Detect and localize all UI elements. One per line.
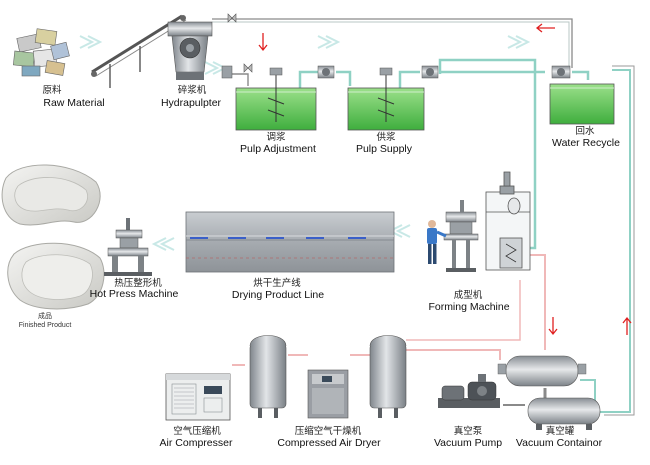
drying-product-line: 烘干生产线 Drying Product Line: [185, 211, 395, 301]
hydrapulper-label-cn: 碎浆机: [178, 84, 207, 96]
conveyor-belt: [91, 14, 187, 88]
vacuum-container: 真空罐 Vacuum Containor: [497, 355, 603, 449]
arrow-right-up: [622, 316, 632, 335]
agitator-icon: [377, 74, 395, 122]
valve-icon: [227, 13, 253, 73]
hot-press-machine: 热压整形机 Hot Press Machine: [90, 218, 179, 300]
pump-icon: [421, 65, 439, 79]
forming-press-icon: [443, 200, 479, 272]
compressed-air-dryer: 压缩空气干燥机 Compressed Air Dryer: [249, 335, 407, 449]
pulp-supply-tank: 供浆 Pulp Supply: [347, 65, 439, 155]
return-water-pipe-inner: [212, 21, 570, 68]
vacuum-tank-lower: [527, 397, 601, 430]
water-recycle-label-en: Water Recycle: [552, 137, 620, 149]
vacuum-container-label-cn: 真空罐: [546, 425, 575, 437]
vacuum-tank-upper: [497, 355, 587, 387]
air-dryer-unit-icon: [307, 369, 349, 419]
raw-material-label-cn: 原料: [42, 84, 62, 96]
raw-material-label-en: Raw Material: [43, 97, 104, 109]
supply-to-forming-pipe: [438, 58, 537, 250]
vacuum-pump-label-cn: 真空泵: [454, 425, 483, 437]
raw-material-bales-icon: [12, 28, 70, 77]
arrow-pulper-down: [258, 33, 268, 52]
vacuum-line: [525, 254, 546, 350]
pipes: [212, 18, 635, 416]
air-receiver-tank-right: [369, 335, 407, 418]
hydrapulper-icon: [167, 21, 233, 80]
drying-line-label-cn: 烘干生产线: [253, 277, 301, 289]
pump-icon: [551, 65, 571, 79]
finished-product-label-en: Finished Product: [19, 322, 72, 329]
arrow-top-return: [535, 23, 555, 33]
return-water-pipe: [212, 18, 573, 68]
arrow-vacuum-down: [548, 317, 558, 336]
pulp-supply-label-cn: 供浆: [376, 131, 396, 143]
finished-product-label-cn: 成品: [38, 311, 52, 320]
pulp-adjustment-tank: 调浆 Pulp Adjustment: [235, 65, 335, 155]
pulp-adjustment-label-en: Pulp Adjustment: [240, 143, 316, 155]
air-receiver-tank-left: [249, 335, 287, 418]
basin-tray-icon: [7, 242, 105, 310]
kidney-tray-icon: [1, 164, 101, 226]
raw-material: 原料 Raw Material: [12, 28, 105, 109]
right-return-line-outer: [604, 65, 635, 416]
hydrapulper: 碎浆机 Hydrapulpter: [161, 13, 253, 109]
hydrapulper-label-en: Hydrapulpter: [161, 97, 222, 109]
water-recycle-label-cn: 回水: [575, 125, 595, 137]
hot-press-icon: [104, 218, 152, 276]
pulp-supply-label-en: Pulp Supply: [356, 143, 413, 155]
dryer-indicator-lights: [190, 237, 366, 239]
air-compressor-label-cn: 空气压缩机: [173, 425, 221, 437]
operator-icon: [427, 220, 447, 264]
agitator-icon: [267, 74, 285, 122]
hot-press-label-cn: 热压整形机: [114, 277, 162, 289]
air-dryer-label-cn: 压缩空气干燥机: [295, 425, 362, 437]
forming-machine: 成型机 Forming Machine: [427, 171, 531, 313]
red-arrows: [258, 23, 632, 336]
supply-to-recycle-pipe: [398, 70, 590, 92]
adjustment-to-supply-pipe: [298, 70, 352, 92]
vacuum-pump-label-en: Vacuum Pump: [434, 437, 502, 449]
drying-line-label-en: Drying Product Line: [232, 289, 324, 301]
vacuum-container-label-en: Vacuum Containor: [516, 437, 603, 449]
vacuum-pump-icon: [438, 374, 500, 408]
air-compressor-label-en: Air Compresser: [160, 437, 233, 449]
air-line-to-forming: [406, 280, 521, 341]
pulper-outlet-pipe: [232, 73, 249, 86]
air-compressor: 空气压缩机 Air Compresser: [160, 373, 233, 449]
pump-icon: [317, 65, 335, 79]
air-compressor-icon: [165, 373, 231, 421]
forming-machine-label-en: Forming Machine: [428, 301, 509, 313]
water-recycle-tank: 回水 Water Recycle: [549, 65, 620, 149]
pulp-adjustment-label-cn: 调浆: [266, 131, 286, 143]
finished-product: 成品 Finished Product: [1, 164, 105, 329]
vacuum-pump: 真空泵 Vacuum Pump: [434, 374, 502, 449]
hot-press-label-en: Hot Press Machine: [90, 288, 179, 300]
forming-machine-label-cn: 成型机: [454, 289, 483, 301]
right-return-line: [600, 69, 631, 413]
compressed-air-line: [232, 349, 501, 366]
forming-machine-frame-icon: [485, 171, 531, 271]
air-dryer-label-en: Compressed Air Dryer: [277, 437, 381, 449]
